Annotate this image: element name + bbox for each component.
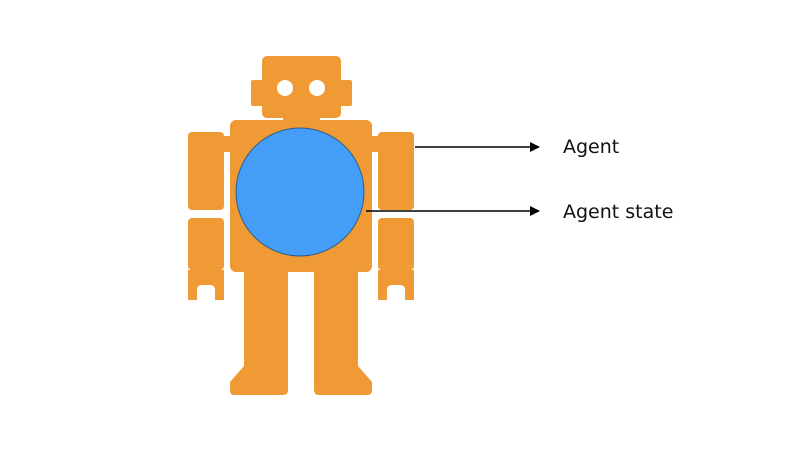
robot-head-left-ear [251, 80, 267, 106]
agent-state-circle [235, 127, 365, 257]
robot-right-leg [314, 266, 372, 395]
robot-head [262, 56, 341, 118]
robot-left-lower-arm [188, 218, 224, 270]
robot-left-leg [230, 266, 288, 395]
robot-left-shoulder [222, 136, 236, 152]
robot-right-shoulder [366, 136, 380, 152]
robot-left-claw-icon [188, 270, 224, 300]
robot-eye-right-icon [309, 80, 325, 96]
robot-left-upper-arm [188, 132, 224, 210]
robot-right-lower-arm [378, 218, 414, 270]
robot-eye-left-icon [277, 80, 293, 96]
robot-right-upper-arm [378, 132, 414, 210]
robot-head-right-ear [336, 80, 352, 106]
agent-state-label: Agent state [563, 201, 674, 223]
robot-right-claw-icon [378, 270, 414, 300]
agent-label: Agent [563, 136, 620, 158]
